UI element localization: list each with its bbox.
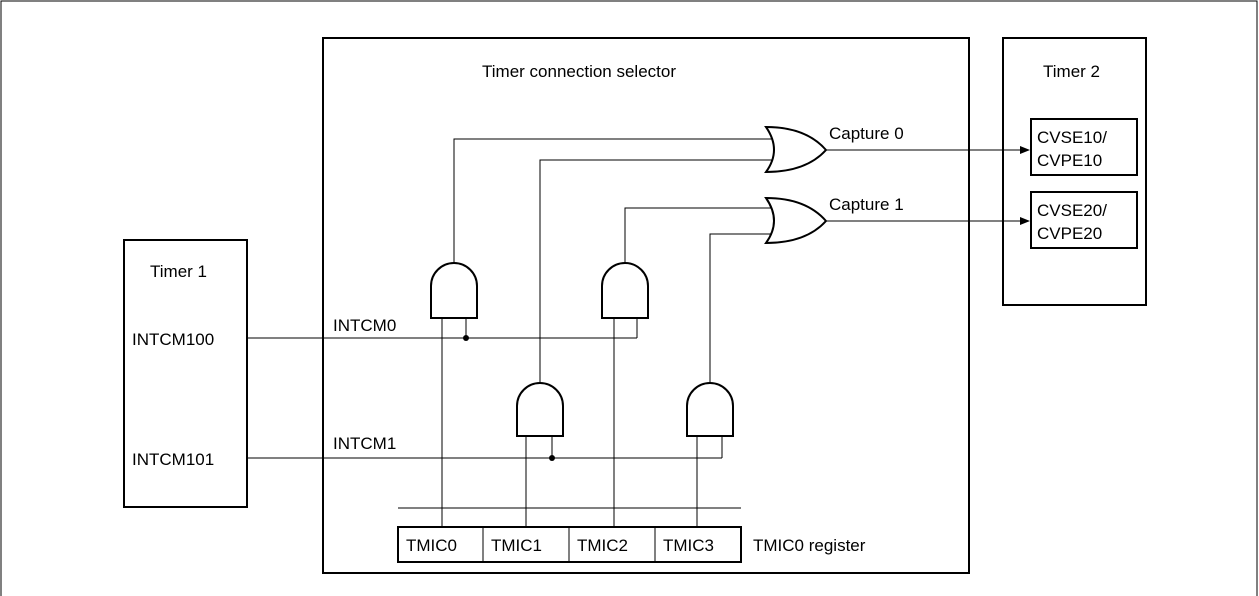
register-cvse10-line2: CVPE10 — [1037, 151, 1102, 170]
and-gate-3-inputs — [525, 436, 553, 508]
and3-to-or0-wire — [539, 159, 780, 384]
and-gate-4 — [686, 382, 734, 437]
and-gate-1 — [430, 262, 478, 319]
register-cvse20-line1: CVSE20/ — [1037, 201, 1107, 220]
register-cvse20-line2: CVPE20 — [1037, 224, 1102, 243]
and-gate-4-inputs — [696, 436, 723, 508]
and-gate-2-inputs — [613, 318, 638, 508]
and2-to-or1-wire — [624, 207, 780, 264]
register-cvse10-box — [1030, 118, 1138, 176]
tmic0-bit-1: TMIC1 — [491, 536, 542, 555]
or-gate-capture0 — [764, 125, 828, 174]
signal-intcm0-label: INTCM0 — [333, 316, 396, 335]
and1-to-or0-wire — [453, 138, 780, 264]
timer1-box — [123, 239, 248, 508]
and4-to-or1-wire — [709, 233, 780, 384]
tmic0-bit-2: TMIC2 — [577, 536, 628, 555]
timer1-title: Timer 1 — [150, 262, 207, 281]
signal-intcm1-label: INTCM1 — [333, 434, 396, 453]
selector-title: Timer connection selector — [482, 62, 676, 81]
and-gate-2 — [601, 262, 649, 319]
timer2-title: Timer 2 — [1043, 62, 1100, 81]
register-cvse20-box — [1030, 191, 1138, 249]
tmic0-register-label: TMIC0 register — [753, 536, 866, 555]
timer1-output-intcm101: INTCM101 — [132, 450, 214, 469]
register-cvse10-line1: CVSE10/ — [1037, 128, 1107, 147]
signal-capture0-label: Capture 0 — [829, 124, 904, 143]
tmic0-bit-0: TMIC0 — [406, 536, 457, 555]
timer1-output-intcm100: INTCM100 — [132, 330, 214, 349]
and-gate-1-inputs — [441, 318, 467, 508]
tmic0-bit-wires — [441, 508, 698, 527]
and-gate-3 — [516, 382, 564, 437]
signal-capture1-label: Capture 1 — [829, 195, 904, 214]
tmic0-bit-3: TMIC3 — [663, 536, 714, 555]
or-gate-capture1 — [764, 196, 828, 245]
